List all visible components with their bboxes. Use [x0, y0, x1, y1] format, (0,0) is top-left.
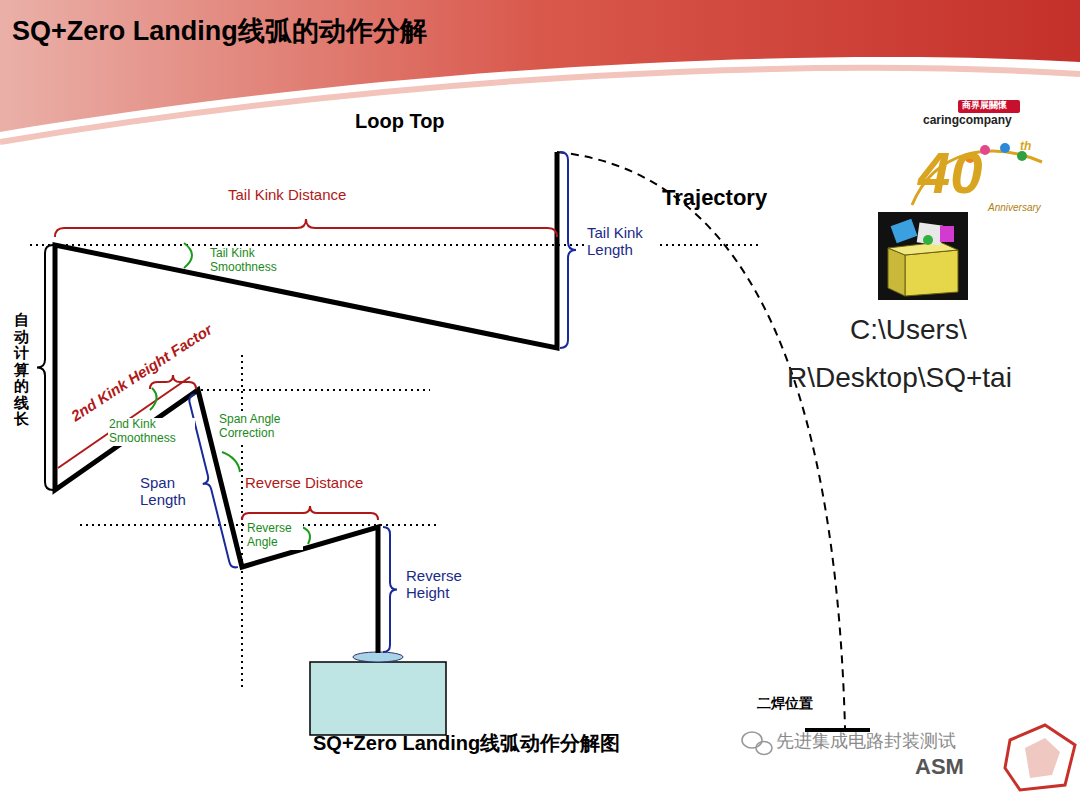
wechat-icon: [742, 732, 772, 755]
company-mark: ASM: [915, 754, 964, 779]
watermark: 先进集成电路封装测试: [776, 731, 956, 752]
anniversary-word: Anniversary: [988, 202, 1041, 214]
reverse-height-label: Reverse Height: [406, 567, 478, 602]
corner-logo: [1005, 725, 1075, 790]
wire-loop: [55, 152, 557, 653]
trajectory-label: Trajectory: [662, 185, 767, 210]
reverse-angle-label: Reverse Angle: [246, 522, 303, 550]
reference-lines: [30, 245, 762, 690]
anniversary-number: 40: [918, 140, 983, 207]
loop-top-label: Loop Top: [355, 110, 445, 133]
second-kink-height-factor-label: 2nd Kink Height Factor: [68, 321, 215, 425]
wire-length-label: 自动计算的线长: [14, 312, 29, 428]
dimension-braces: [37, 152, 576, 652]
tail-kink-length-label: Tail Kink Length: [586, 224, 660, 259]
second-bond-position-label: 二焊位置: [757, 695, 813, 711]
ball-bond: [353, 652, 403, 662]
second-kink-smoothness-label: 2nd Kink Smoothness: [108, 418, 195, 446]
trajectory-curve: [557, 152, 845, 728]
path-line-2: R\Desktop\SQ+tai: [787, 362, 1012, 394]
header-swoosh: [0, 68, 1080, 142]
chip: [310, 662, 446, 735]
span-length-label: Span Length: [140, 474, 192, 509]
reverse-distance-label: Reverse Distance: [245, 474, 363, 491]
span-angle-correction-label: Span Angle Correction: [218, 413, 312, 441]
path-line-1: C:\Users\: [850, 314, 967, 346]
logo-caringcompany: caringcompany: [923, 114, 1012, 128]
folder-icon: [878, 212, 968, 300]
tail-kink-distance-label: Tail Kink Distance: [228, 186, 346, 203]
logo-chinese: 商界展關懷: [962, 100, 1007, 110]
logo-banner: [958, 100, 1020, 113]
anniversary-suffix: th: [1020, 140, 1031, 154]
tail-kink-smoothness-label: Tail Kink Smoothness: [210, 247, 300, 275]
slide-title: SQ+Zero Landing线弧的动作分解: [12, 16, 427, 47]
figure-caption: SQ+Zero Landing线弧动作分解图: [313, 732, 620, 755]
